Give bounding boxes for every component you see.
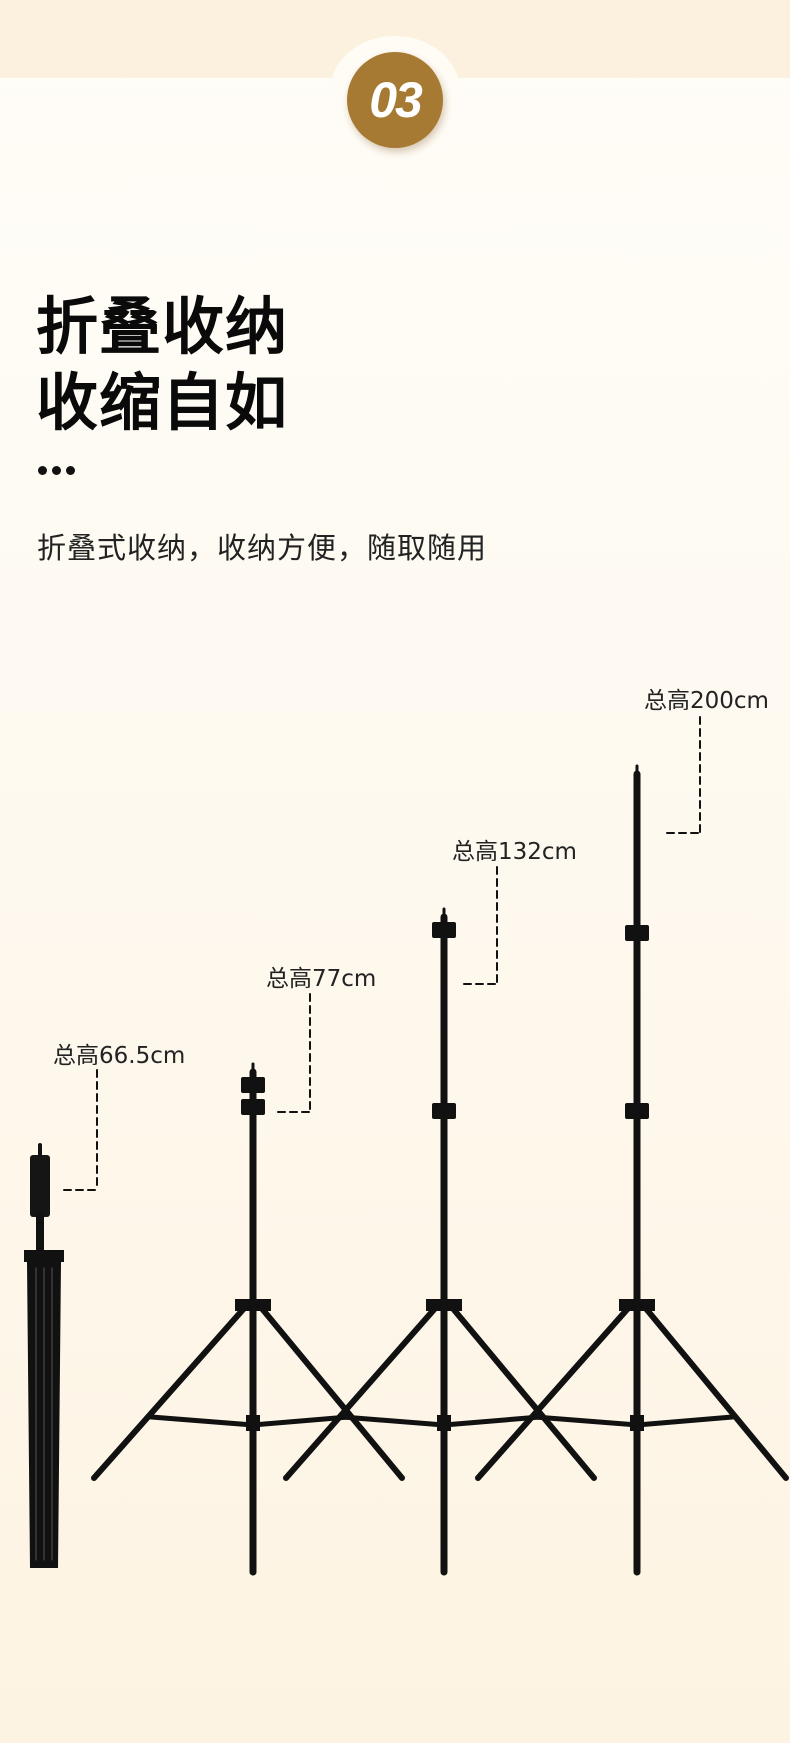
- leg-brace: [148, 1414, 256, 1428]
- ellipsis-dots: [38, 466, 75, 475]
- brace-collar: [437, 1415, 451, 1431]
- height-lock-clamp: [432, 922, 456, 938]
- tripod-leg: [640, 1302, 789, 1481]
- leg-brace: [441, 1414, 543, 1428]
- tripod-leg: [475, 1302, 634, 1481]
- height-label-200: 总高200cm: [644, 688, 769, 714]
- height-lock-clamp: [241, 1099, 265, 1115]
- brace-collar: [630, 1415, 644, 1431]
- height-lock-clamp: [241, 1077, 265, 1093]
- height-label-77: 总高77cm: [266, 966, 377, 992]
- folded-hub: [24, 1250, 64, 1262]
- height-lock-clamp: [625, 925, 649, 941]
- tripod-leg: [256, 1302, 405, 1481]
- heading-line-2: 收缩自如: [36, 366, 289, 439]
- tripod-leg: [283, 1302, 441, 1481]
- tripod-leg: [447, 1302, 597, 1481]
- tripod-leg: [91, 1302, 250, 1481]
- subtitle: 折叠式收纳，收纳方便，随取随用: [37, 531, 488, 565]
- height-lock-clamp: [432, 1103, 456, 1119]
- height-label-132: 总高132cm: [452, 839, 577, 865]
- leg-brace: [634, 1414, 735, 1428]
- height-label-folded: 总高66.5cm: [53, 1043, 186, 1069]
- heading-line-1: 折叠收纳: [36, 290, 289, 363]
- leg-brace: [250, 1414, 351, 1428]
- folded-head-clamps: [30, 1155, 50, 1217]
- leg-brace: [340, 1414, 447, 1428]
- height-lock-clamp: [625, 1103, 649, 1119]
- leg-brace: [532, 1414, 640, 1428]
- brace-collar: [246, 1415, 260, 1431]
- section-number-badge: 03: [347, 52, 443, 148]
